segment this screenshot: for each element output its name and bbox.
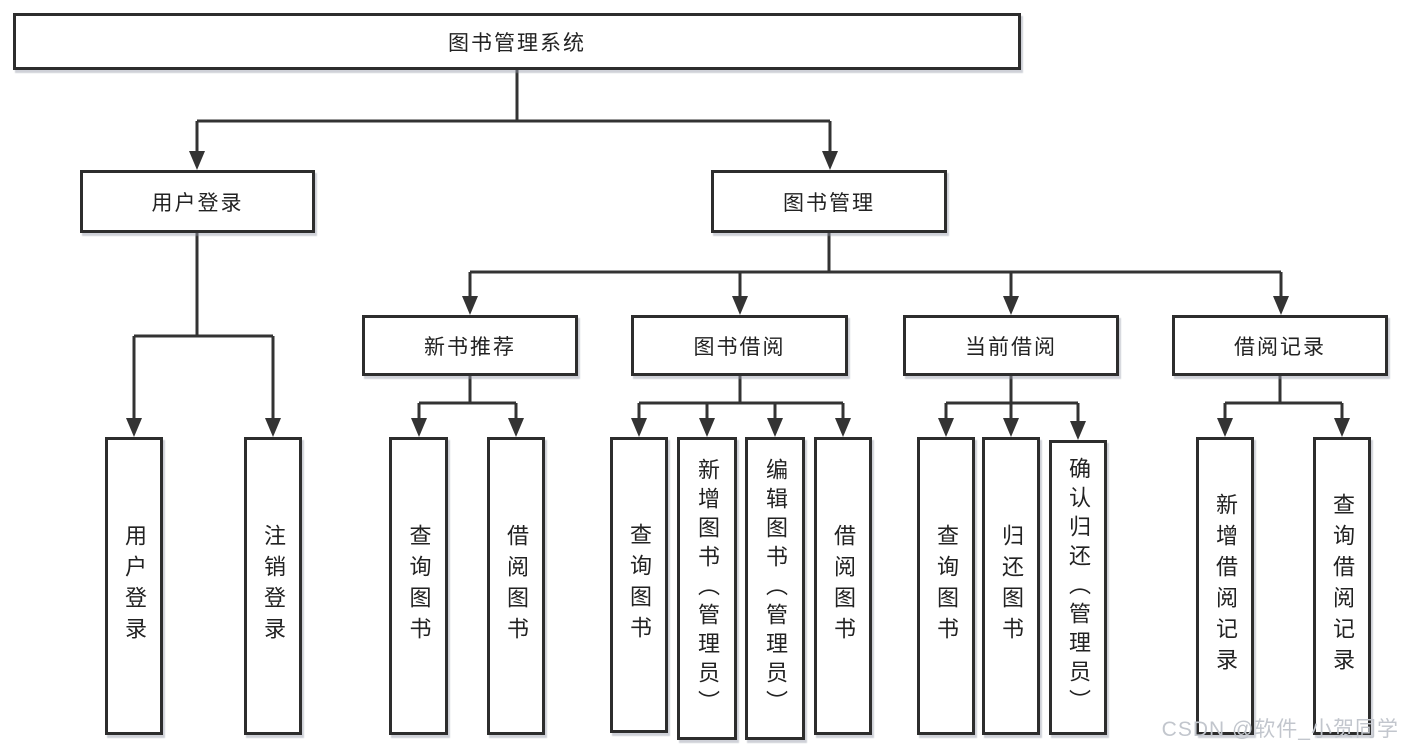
leaf-borrow-books-recommend: 借阅图书 — [487, 437, 545, 735]
node-current-borrow: 当前借阅 — [903, 315, 1119, 376]
leaf-add-borrow-record: 新增借阅记录 — [1196, 437, 1254, 735]
leaf-query-borrow-record: 查询借阅记录 — [1313, 437, 1371, 735]
node-user-login: 用户登录 — [80, 170, 315, 233]
leaf-user-login: 用户登录 — [105, 437, 163, 735]
node-book-management: 图书管理 — [711, 170, 947, 233]
leaf-query-books-recommend: 查询图书 — [389, 437, 448, 735]
leaf-confirm-return-admin: 确认归还（管理员） — [1049, 440, 1107, 735]
leaf-borrow-books: 借阅图书 — [814, 437, 872, 735]
node-root: 图书管理系统 — [13, 13, 1021, 70]
leaf-return-book: 归还图书 — [982, 437, 1040, 735]
leaf-query-books-borrow: 查询图书 — [610, 437, 668, 733]
node-new-book-recommend: 新书推荐 — [362, 315, 578, 376]
leaf-edit-book-admin: 编辑图书（管理员） — [745, 437, 805, 740]
node-book-borrow: 图书借阅 — [631, 315, 848, 376]
watermark-text: CSDN @软件_小贺同学 — [1161, 718, 1399, 741]
leaf-add-book-admin: 新增图书（管理员） — [677, 437, 737, 740]
node-borrow-records: 借阅记录 — [1172, 315, 1388, 376]
leaf-logout: 注销登录 — [244, 437, 302, 735]
leaf-query-books-current: 查询图书 — [917, 437, 975, 735]
